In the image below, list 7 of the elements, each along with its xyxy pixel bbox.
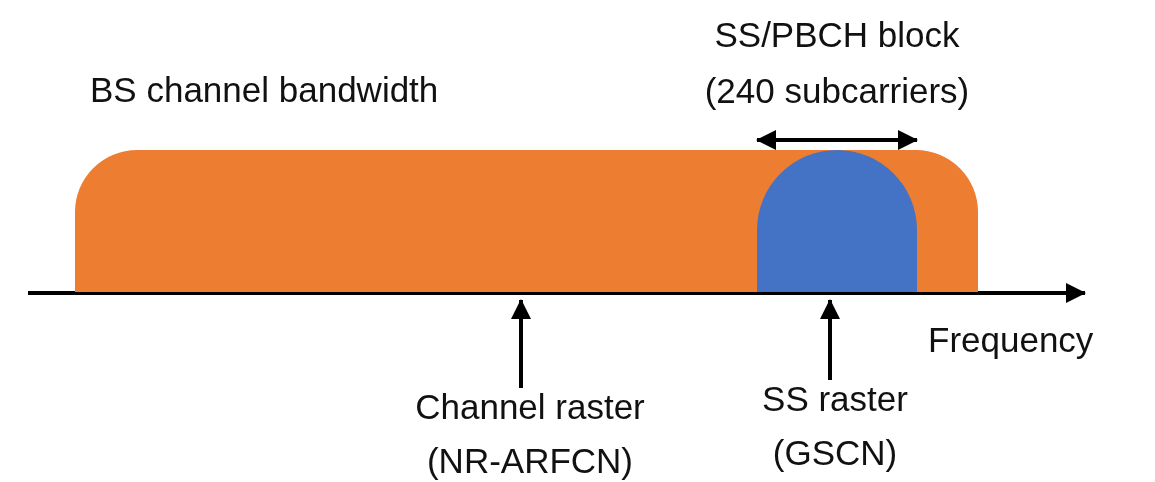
axis-label: Frequency bbox=[928, 319, 1094, 361]
arrow bbox=[820, 299, 840, 380]
block-title: SS/PBCH block (240 subcarriers) bbox=[703, 14, 971, 112]
band-title: BS channel bandwidth bbox=[90, 69, 440, 111]
raster-label: Channel raster (NR-ARFCN) bbox=[380, 380, 680, 482]
arrow bbox=[511, 299, 531, 388]
raster-label: SS raster (GSCN) bbox=[735, 372, 935, 480]
